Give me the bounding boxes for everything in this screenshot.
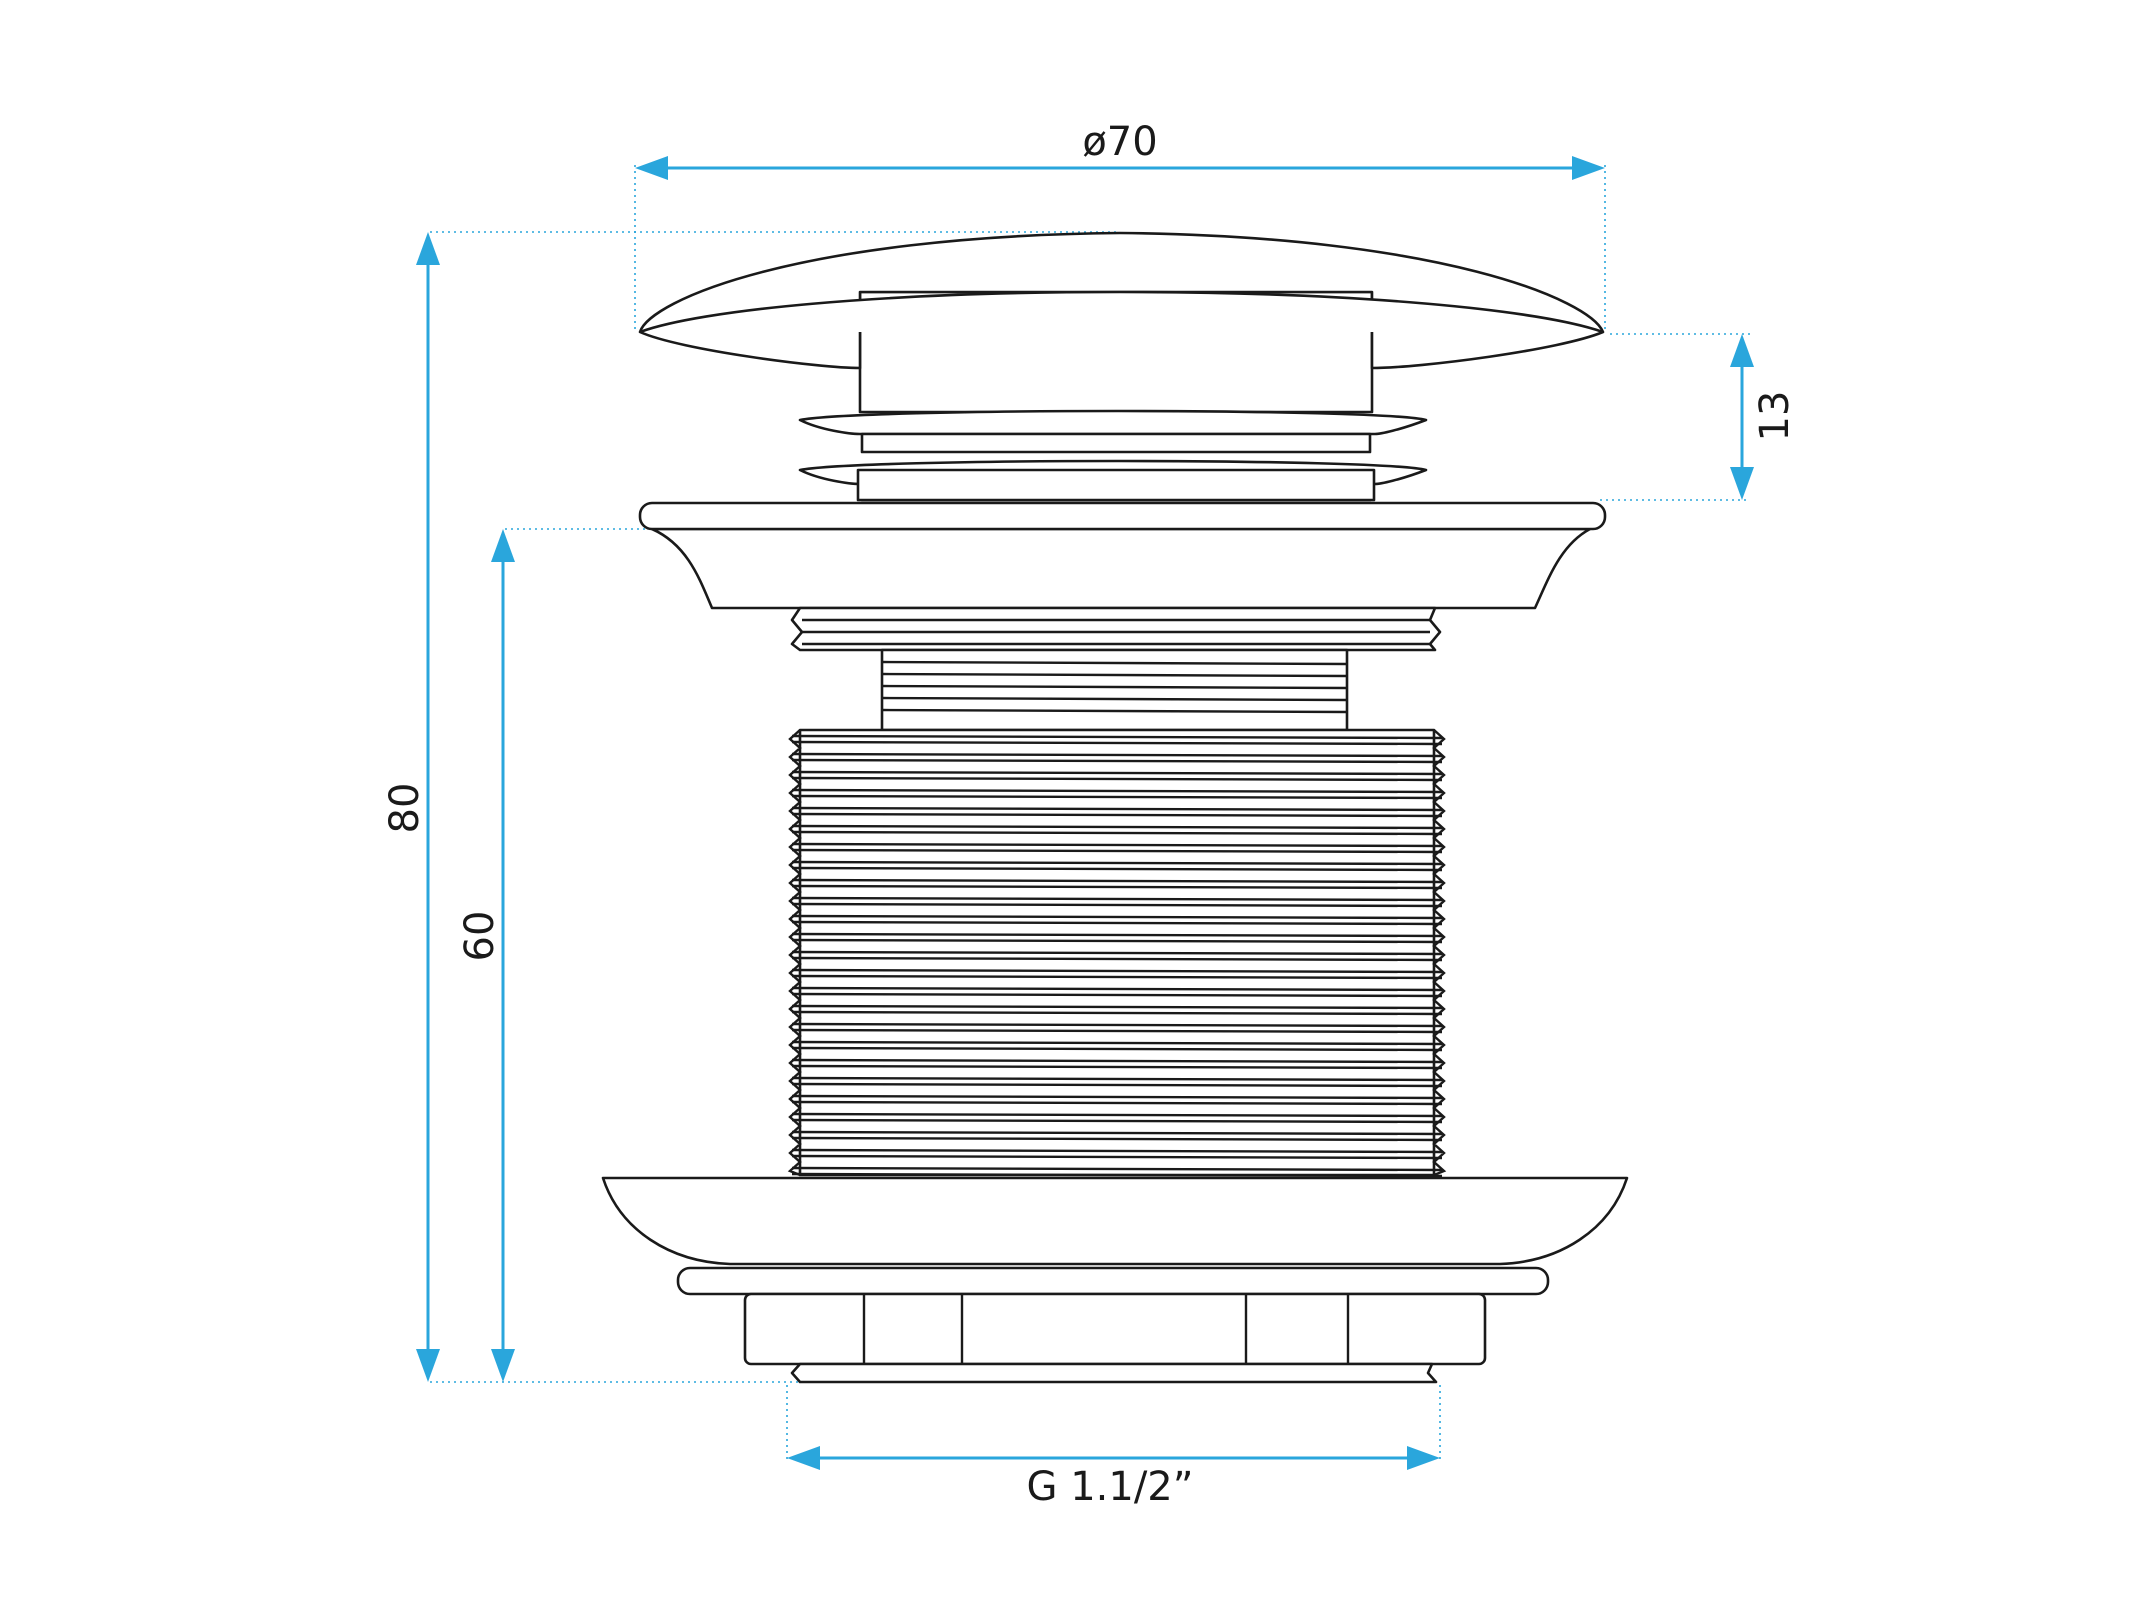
thread-ridge: [791, 932, 1443, 938]
drain-object: [601, 231, 1629, 1384]
top-diameter-dimension: ø70: [634, 119, 1606, 330]
thread-ridge: [791, 1094, 1443, 1100]
thread-ridge: [791, 848, 1443, 854]
thread-ridge: [791, 938, 1443, 944]
thread-ridge: [791, 866, 1443, 872]
cap-height-label: 13: [1752, 391, 1798, 442]
threaded-body: [787, 728, 1447, 1178]
thread-ridge: [791, 806, 1443, 812]
thread-ridge: [791, 842, 1443, 848]
thread-ridge: [791, 752, 1443, 758]
thread-ridge: [791, 896, 1443, 902]
thread-ridge: [791, 956, 1443, 962]
inner-shaft: [880, 648, 1349, 732]
thread-ridge: [791, 830, 1443, 836]
washer-rings: [798, 409, 1428, 502]
thread-ridge: [791, 1058, 1443, 1064]
thread-size-dimension: G 1.1/2”: [786, 1385, 1441, 1510]
bottom-ring: [676, 1266, 1550, 1296]
total-height-label: 80: [382, 783, 428, 834]
thread-ridge: [791, 734, 1443, 740]
upper-thread: [790, 606, 1442, 652]
dimension-lines: ø70 13 80 60: [382, 119, 1798, 1510]
thread-ridge: [791, 1022, 1443, 1028]
thread-ridge: [791, 968, 1443, 974]
top-diameter-label: ø70: [1082, 119, 1157, 165]
thread-ridge: [791, 1130, 1443, 1136]
thread-ridge: [791, 1154, 1443, 1160]
thread-ridge: [791, 1046, 1443, 1052]
top-flange: [638, 501, 1607, 610]
body-height-dimension: 60: [457, 528, 660, 1382]
thread-ridge: [791, 812, 1443, 818]
plug-cap: [638, 231, 1605, 370]
thread-ridge: [791, 1064, 1443, 1070]
thread-ridge: [791, 1076, 1443, 1082]
thread-ridge: [791, 1172, 1443, 1178]
thread-ridge: [791, 1040, 1443, 1046]
thread-ridge: [791, 860, 1443, 866]
thread-ridge: [791, 1004, 1443, 1010]
thread-ridge: [791, 902, 1443, 908]
thread-ridge: [791, 992, 1443, 998]
lock-nut: [743, 1292, 1487, 1366]
thread-edge-right: [1432, 729, 1447, 1177]
thread-ridge: [791, 770, 1443, 776]
thread-ridge: [791, 758, 1443, 764]
thread-ridge: [791, 1136, 1443, 1142]
thread-ridge: [791, 1082, 1443, 1088]
thread-ridge: [791, 794, 1443, 800]
thread-ridge: [791, 788, 1443, 794]
thread-edge-left: [787, 729, 802, 1177]
thread-ridge: [791, 950, 1443, 956]
thread-ridge: [791, 884, 1443, 890]
thread-ridge: [791, 878, 1443, 884]
thread-ridge: [791, 920, 1443, 926]
bottom-thread: [790, 1362, 1438, 1384]
bottom-dish: [601, 1176, 1629, 1266]
thread-ridge: [791, 974, 1443, 980]
thread-ridge: [791, 1112, 1443, 1118]
cap-height-dimension: 13: [1600, 333, 1798, 501]
thread-ridge: [791, 824, 1443, 830]
thread-ridge: [791, 986, 1443, 992]
thread-ridge: [791, 776, 1443, 782]
thread-ridge: [791, 1166, 1443, 1172]
thread-size-label: G 1.1/2”: [1027, 1464, 1194, 1510]
thread-ridge: [791, 1010, 1443, 1016]
thread-ridge: [791, 1148, 1443, 1154]
thread-ridge: [791, 740, 1443, 746]
thread-ridge: [791, 1118, 1443, 1124]
thread-ridge: [791, 1028, 1443, 1034]
thread-ridge: [791, 1100, 1443, 1106]
body-height-label: 60: [457, 911, 503, 962]
thread-ridge: [791, 914, 1443, 920]
